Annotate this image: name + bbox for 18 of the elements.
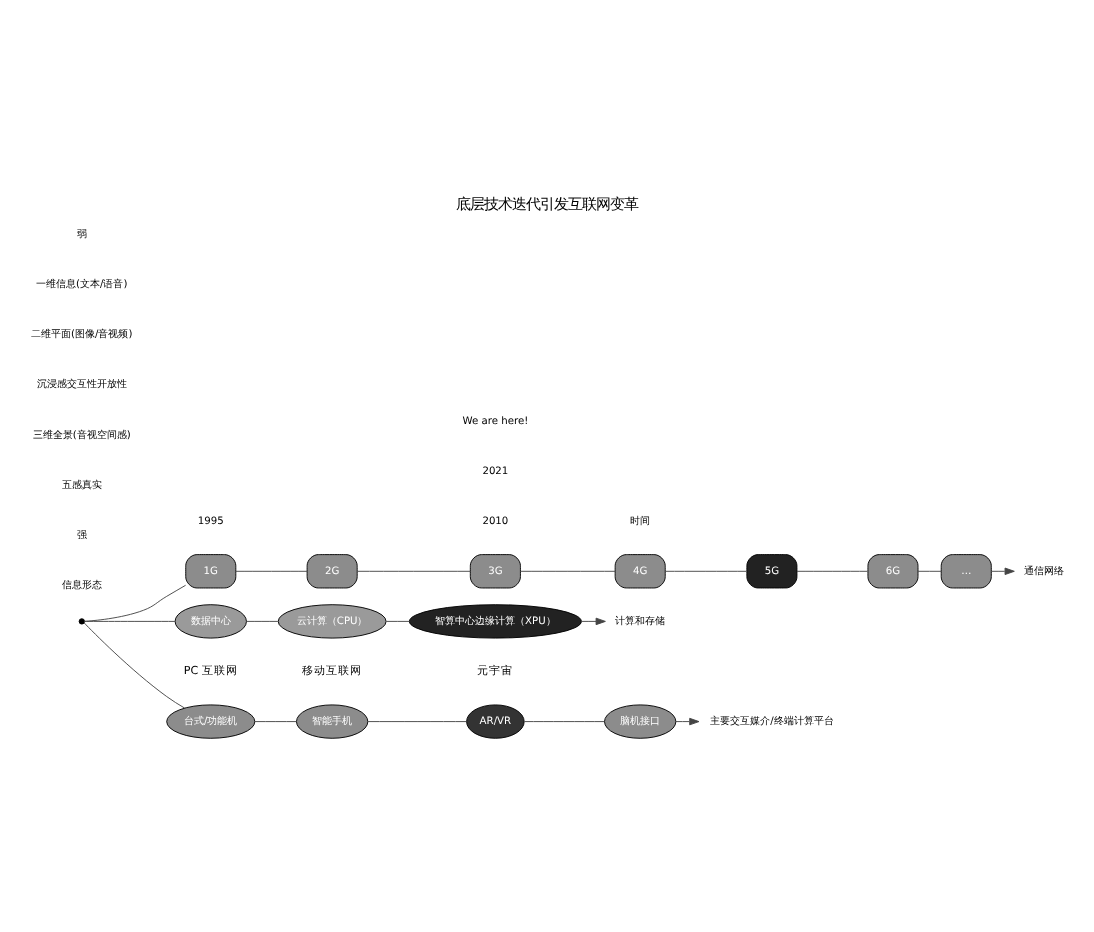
connector: [254, 721, 297, 723]
connector: [917, 570, 942, 572]
connector: [524, 721, 605, 723]
connector: [367, 721, 467, 723]
connector: [385, 620, 410, 622]
connector: [84, 584, 187, 622]
arrow: [675, 717, 700, 726]
connector: [664, 570, 747, 572]
connector: [356, 570, 471, 572]
connector: [83, 622, 186, 709]
connector: [246, 620, 279, 622]
connector: [84, 620, 176, 622]
arrow: [991, 567, 1015, 575]
connector: [520, 570, 616, 572]
node-circle: [78, 618, 85, 625]
connector: [796, 570, 868, 572]
arrow: [581, 617, 606, 626]
connector: [235, 570, 308, 572]
